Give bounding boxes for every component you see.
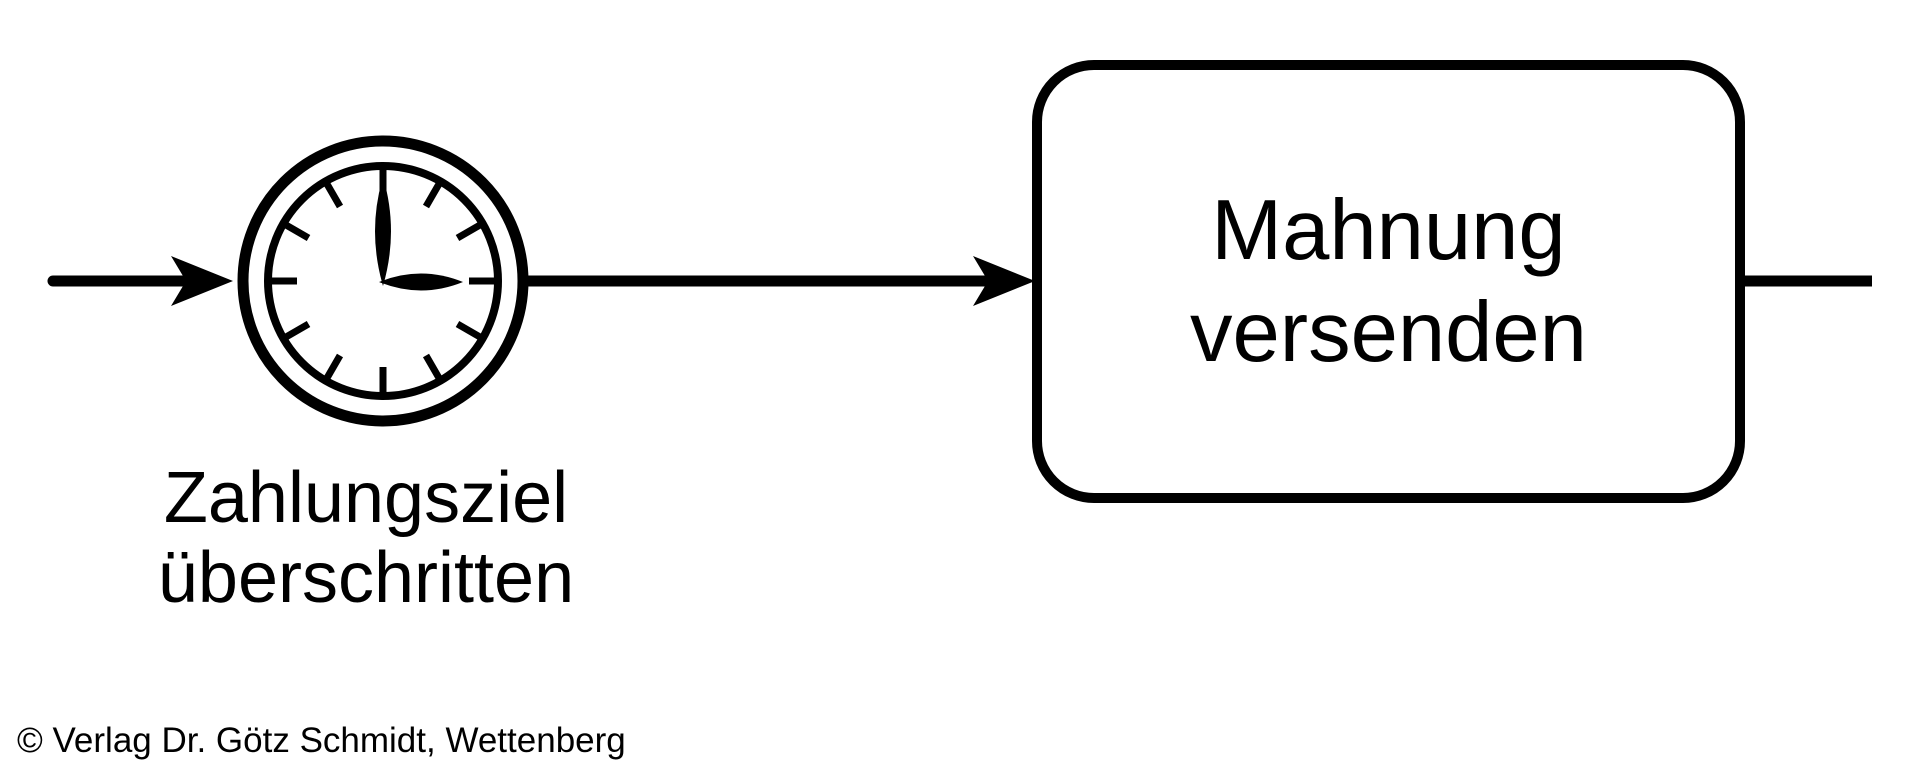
event-label-line1: Zahlungsziel: [163, 458, 569, 538]
clock-hour-hand: [379, 273, 463, 291]
task-label-line2: versenden: [1190, 284, 1587, 380]
task-label-line1: Mahnung: [1211, 182, 1566, 278]
sequence-flow-arrowhead-icon: [973, 256, 1035, 306]
copyright-text: © Verlag Dr. Götz Schmidt, Wettenberg: [17, 721, 626, 760]
incoming-flow-arrow: [47, 256, 233, 306]
event-label-line2: überschritten: [157, 538, 575, 618]
sequence-flow-arrow: [528, 256, 1035, 306]
timer-event-icon: [237, 135, 529, 427]
task-label: Mahnung versenden: [1037, 65, 1740, 498]
event-outer-circle: [237, 135, 529, 427]
incoming-flow-arrowhead-icon: [171, 256, 233, 306]
clock-face-circle: [264, 162, 502, 400]
clock-minute-hand: [375, 177, 391, 286]
event-label: Zahlungsziel überschritten: [116, 458, 616, 618]
task-box: [1032, 60, 1745, 503]
